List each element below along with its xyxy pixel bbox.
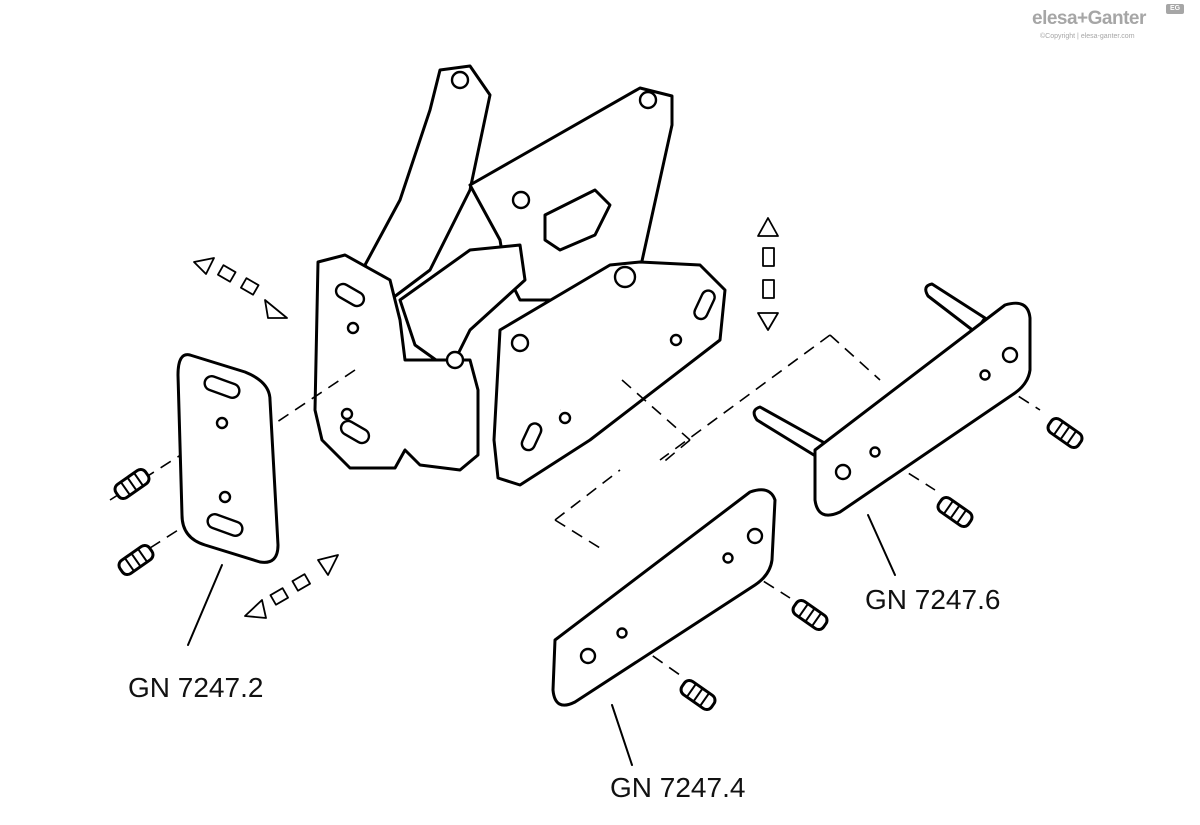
label-gn-7247-2: GN 7247.2 (128, 672, 264, 703)
right-plate-pin-bottom (752, 405, 832, 462)
left-plate-hole-bottom (218, 490, 232, 504)
hinge-window (543, 188, 612, 252)
center-spacer-plate (551, 488, 777, 766)
right-block-slot-bottom (520, 422, 543, 452)
right-plate-outline (813, 301, 1032, 517)
set-screw-right-1 (1046, 416, 1084, 450)
assembly-line-center-screw-1 (619, 632, 681, 676)
center-plate-hole-right (746, 527, 764, 545)
center-plate-hole-mid-right (722, 552, 734, 564)
center-plate-hole-mid-left (616, 627, 628, 639)
right-block-pin-boss (613, 265, 637, 289)
arrow-dash-6 (762, 279, 775, 299)
center-plate-outline (551, 488, 777, 707)
left-block-hole-top (346, 321, 360, 335)
elesa-ganter-logo: elesa+Ganter EG ©Copyright | elesa-gante… (1032, 4, 1192, 48)
assembly-line-center-top (554, 469, 621, 521)
assembly-line-right-join (659, 439, 691, 466)
left-spacer-plate (176, 353, 280, 646)
arrow-head-upper-left-start (193, 257, 215, 275)
left-plate-slot-top (203, 375, 241, 399)
arrow-dash-3 (269, 587, 289, 606)
left-plate-outline (176, 353, 280, 564)
hinge-pin-hole-top (450, 70, 470, 90)
right-plate-hole-left (834, 463, 852, 481)
arrow-dash-5 (762, 247, 775, 267)
arrow-head-vertical-top (757, 217, 779, 237)
adjustment-arrow-vertical (757, 217, 779, 331)
hinge-front-arm (398, 243, 527, 372)
set-screws (113, 416, 1084, 712)
right-block-slot-top (693, 289, 716, 321)
set-screw-right-2 (936, 495, 974, 529)
set-screw-center-2 (679, 678, 717, 712)
assembly-line-diagonal (659, 334, 831, 461)
hinge-right-block (492, 260, 727, 487)
logo-brand-text: elesa+Ganter (1032, 8, 1146, 29)
right-spacer-plate (752, 282, 1032, 576)
left-plate-leader-line (187, 564, 223, 646)
right-plate-hole-right (1001, 346, 1019, 364)
right-plate-pin-top (924, 282, 987, 334)
left-plate-slot-bottom (206, 513, 244, 537)
logo-copyright: ©Copyright | elesa-ganter.com (1040, 33, 1135, 40)
hinge-pin-hole-mid (511, 190, 531, 210)
arrow-dash-4 (291, 573, 311, 592)
arrow-head-lower-left-end (317, 554, 339, 576)
arrow-head-vertical-bottom (757, 312, 779, 331)
adjustment-arrow-lower-left (244, 554, 339, 619)
hinge-rear-arm (363, 64, 492, 302)
right-block-hole-bottom (558, 411, 572, 425)
assembly-line-left-top (264, 369, 356, 431)
hinge-left-block (313, 253, 480, 472)
right-block-pin-boss-2 (510, 333, 530, 353)
arrow-head-upper-left-end (264, 299, 288, 319)
right-plate-leader-line (867, 514, 896, 576)
set-screw-left-1 (113, 467, 151, 501)
arrow-head-lower-left-start (244, 599, 267, 619)
left-block-slot-top (334, 282, 366, 308)
right-plate-hole-mid-right (979, 369, 991, 381)
center-plate-hole-left (579, 647, 597, 665)
arrow-dash-1 (217, 264, 237, 283)
set-screw-center-1 (791, 598, 829, 632)
logo-badge: EG (1166, 4, 1184, 14)
assembly-line-right-down (621, 379, 691, 441)
left-block-slot-bottom (339, 419, 371, 445)
hinge-pin-hole-front (445, 350, 465, 370)
assembly-line-right-plate-top (829, 334, 881, 381)
right-block-hole-top (669, 333, 683, 347)
left-block-hole-bottom (340, 407, 354, 421)
set-screw-left-2 (117, 543, 155, 577)
adjustment-arrow-upper-left (193, 257, 288, 319)
right-plate-hole-mid-left (869, 446, 881, 458)
left-plate-hole-top (215, 416, 229, 430)
assembly-line-center-left (554, 519, 601, 549)
arrow-dash-2 (240, 277, 260, 296)
hinge-body (313, 64, 727, 487)
label-gn-7247-6: GN 7247.6 (865, 584, 1001, 615)
center-plate-leader-line (611, 704, 633, 766)
hinge-pin-hole-right (638, 90, 658, 110)
label-gn-7247-4: GN 7247.4 (610, 772, 746, 803)
